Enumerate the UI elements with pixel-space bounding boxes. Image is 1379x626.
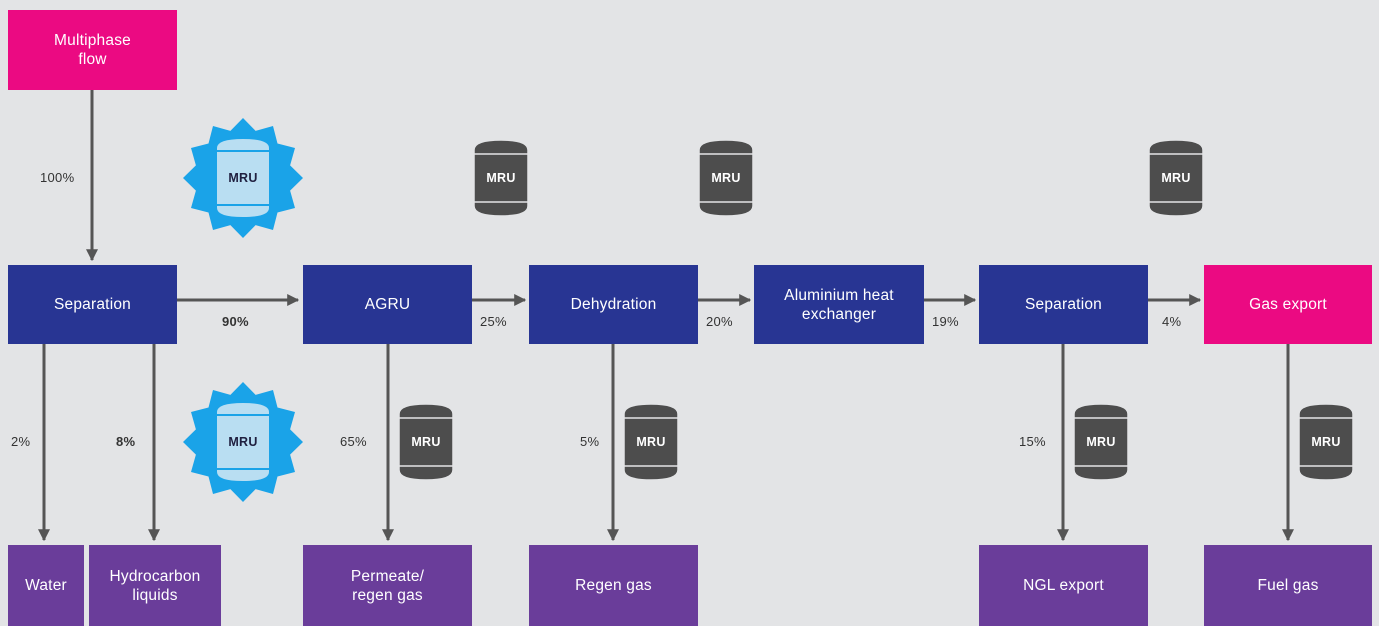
node-label: AGRU xyxy=(364,296,411,313)
mru-featured-icon xyxy=(183,382,303,502)
mru-unit-icon xyxy=(1298,403,1354,481)
node-dehydration: Dehydration xyxy=(529,265,698,344)
node-label: NGL export xyxy=(1023,577,1104,594)
node-label: Permeate/ regen gas xyxy=(350,567,425,604)
node-label: Separation xyxy=(54,296,131,313)
node-label: Regen gas xyxy=(575,577,652,594)
node-label: Hydrocarbon liquids xyxy=(109,567,201,604)
node-aluminium-hx: Aluminium heat exchanger xyxy=(754,265,924,344)
flow-pct-water: 2% xyxy=(11,434,31,449)
node-label: Aluminium heat exchanger xyxy=(784,286,894,323)
flow-pct-permeate: 65% xyxy=(340,434,367,449)
flow-pct-hx-sep2: 19% xyxy=(932,314,959,329)
mru-unit-icon xyxy=(1148,139,1204,217)
node-label: Separation xyxy=(1025,296,1102,313)
node-label: Gas export xyxy=(1249,296,1327,313)
flow-pct-agru-dehy: 25% xyxy=(480,314,507,329)
node-label: Dehydration xyxy=(570,296,657,313)
mru-featured-icon xyxy=(183,118,303,238)
mru-label: MRU xyxy=(1311,435,1341,449)
node-permeate: Permeate/ regen gas xyxy=(303,545,472,626)
flow-pct-ngl: 15% xyxy=(1019,434,1046,449)
mru-label: MRU xyxy=(711,171,741,185)
node-label: Fuel gas xyxy=(1257,577,1319,594)
mru-label: MRU xyxy=(411,435,441,449)
flow-pct-dehy-hx: 20% xyxy=(706,314,733,329)
flow-pct-inlet: 100% xyxy=(40,170,75,185)
node-multiphase-flow: Multiphase flow xyxy=(8,10,177,90)
node-ngl-export: NGL export xyxy=(979,545,1148,626)
mru-unit-icon xyxy=(398,403,454,481)
node-label: Water xyxy=(25,577,67,594)
flow-pct-regen: 5% xyxy=(580,434,600,449)
node-separation-2: Separation xyxy=(979,265,1148,344)
mru-label: MRU xyxy=(1161,171,1191,185)
mru-unit-icon xyxy=(623,403,679,481)
node-hydrocarbon-liquids: Hydrocarbon liquids xyxy=(89,545,221,626)
mru-label: MRU xyxy=(1086,435,1116,449)
mru-unit-icon xyxy=(1073,403,1129,481)
mru-label: MRU xyxy=(228,435,258,449)
flow-pct-sep-agru: 90% xyxy=(222,314,249,329)
node-fuel-gas: Fuel gas xyxy=(1204,545,1372,626)
mru-label: MRU xyxy=(486,171,516,185)
flow-pct-hydrocarbon: 8% xyxy=(116,434,136,449)
node-water: Water xyxy=(8,545,84,626)
flow-pct-sep2-gas: 4% xyxy=(1162,314,1182,329)
node-separation-1: Separation xyxy=(8,265,177,344)
mru-unit-icon xyxy=(698,139,754,217)
node-regen-gas: Regen gas xyxy=(529,545,698,626)
mru-label: MRU xyxy=(228,171,258,185)
node-agru: AGRU xyxy=(303,265,472,344)
flow-arrows xyxy=(38,90,1294,542)
node-label: Multiphase flow xyxy=(54,32,131,68)
node-gas-export: Gas export xyxy=(1204,265,1372,344)
mru-label: MRU xyxy=(636,435,666,449)
mru-unit-icon xyxy=(473,139,529,217)
